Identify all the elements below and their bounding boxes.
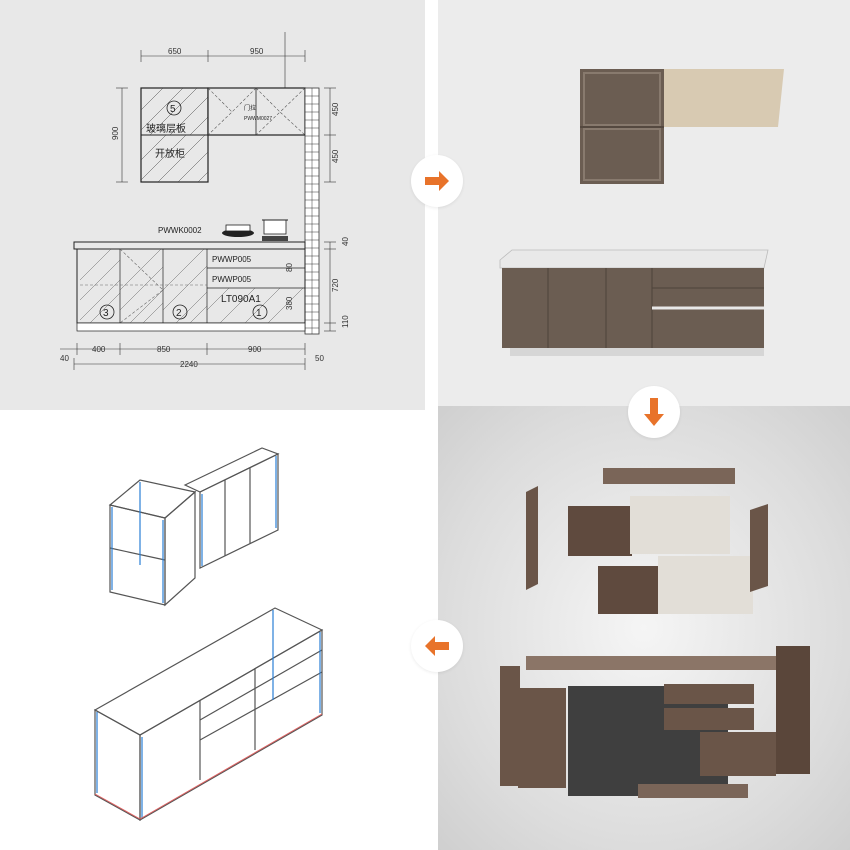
dim-edge-right: 50 — [315, 354, 324, 363]
tick-80: 80 — [285, 263, 294, 272]
arrow-left-button — [411, 620, 463, 672]
circle-label-5: 5 — [170, 104, 176, 115]
circle-label-2: 2 — [176, 308, 182, 319]
arrow-down-button — [628, 386, 680, 438]
arrow-left-icon — [425, 636, 449, 656]
render-svg — [499, 69, 784, 356]
brick-wall — [304, 87, 320, 335]
label-drawer-2: PWWP005 — [212, 275, 252, 284]
label-drawer-3: LT090A1 — [221, 294, 261, 305]
dim-bottom-total: 2240 — [180, 360, 198, 369]
lower-exploded — [500, 646, 810, 798]
upper-wood-cabinet — [580, 69, 664, 184]
dim-bottom-850: 850 — [157, 345, 171, 354]
upper-exploded — [526, 468, 768, 614]
render-3d-cabinets — [438, 0, 850, 406]
arrow-down-icon — [644, 398, 664, 426]
exploded-view-render — [438, 406, 850, 850]
elevation-svg: 650 950 900 5 玻璃层板 开放柜 门拉 PWWM0027 450 4… — [60, 32, 350, 370]
wireframe-svg — [93, 447, 324, 822]
cad-wireframe-3d — [0, 410, 436, 850]
cooktop-pot — [222, 219, 288, 241]
dim-right-110: 110 — [341, 315, 350, 328]
circle-label-3: 3 — [103, 308, 109, 319]
dim-bottom-400: 400 — [92, 345, 106, 354]
dim-top-950: 950 — [250, 47, 264, 56]
dim-edge-left: 40 — [60, 354, 69, 363]
upper-beige-panel — [664, 69, 784, 127]
base-cabinet-render — [499, 249, 769, 356]
label-counter-code: PWWK0002 — [158, 226, 202, 235]
arrow-right-button — [411, 155, 463, 207]
dim-right-450-b: 450 — [331, 149, 340, 163]
label-glass-shelf: 玻璃层板 — [146, 122, 186, 135]
exploded-svg — [500, 468, 810, 798]
circle-label-1: 1 — [256, 308, 262, 319]
label-door-type: 门拉 — [244, 104, 256, 112]
label-open-cabinet: 开放柜 — [155, 147, 185, 160]
dim-right-720: 720 — [331, 278, 340, 292]
tick-380: 380 — [285, 296, 294, 310]
dim-left-900: 900 — [111, 126, 120, 140]
cad-elevation-drawing: 650 950 900 5 玻璃层板 开放柜 门拉 PWWM0027 450 4… — [0, 0, 425, 425]
arrow-right-icon — [425, 171, 449, 191]
dim-right-450-a: 450 — [331, 102, 340, 116]
dim-right-40: 40 — [341, 237, 350, 246]
dim-top-650: 650 — [168, 47, 182, 56]
label-drawer-1: PWWP005 — [212, 255, 252, 264]
dim-bottom-900: 900 — [248, 345, 262, 354]
label-upper-code: PWWM0027 — [244, 116, 272, 122]
